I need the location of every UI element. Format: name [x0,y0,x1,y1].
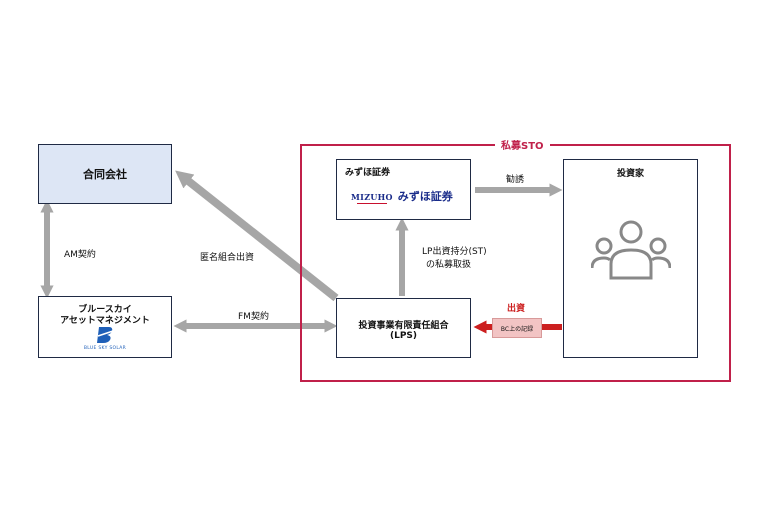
bc-record-box: BC上の記録 [492,318,542,338]
fm-contract-label: FM契約 [238,312,269,322]
bluesky-logo: BLUE SKY SOLAR [39,326,171,351]
bluesky-name-line1: ブルースカイ [78,305,132,315]
tokumei-investment-arrow [175,170,339,302]
lps-label-line1: 投資事業有限責任組合 [358,321,449,331]
mizuho-logo: MIZUHO みずほ証券 [351,188,453,204]
group-of-people-icon [591,220,671,280]
tokumei-investment-label: 匿名組合出資 [200,253,255,263]
mizuho-logo-underline [356,202,387,204]
mizuho-logo-en: MIZUHO [351,191,393,202]
lp-placement-label-line2: の私募取扱 [426,260,472,270]
lps-label-line2: (LPS) [389,331,418,341]
bluesky-logo-text: BLUE SKY SOLAR [83,346,127,351]
mizuho-logo-jp: みずほ証券 [397,190,453,203]
am-contract-label: AM契約 [64,250,96,260]
bc-record-label: BC上の記録 [500,325,534,333]
goudou-kaisha-box: 合同会社 [38,144,172,204]
investor-box: 投資家 [563,159,698,358]
bluesky-logo-mark-icon [97,327,114,343]
bluesky-name-line2: アセットマネジメント [60,316,150,326]
investment-label: 出資 [507,304,526,314]
mizuho-securities-box: みずほ証券 MIZUHO みずほ証券 [336,159,471,220]
goudou-kaisha-label: 合同会社 [83,168,127,181]
investor-label: 投資家 [616,169,644,179]
mizuho-title: みずほ証券 [345,168,391,178]
lps-box: 投資事業有限責任組合 (LPS) [336,298,471,358]
bluesky-am-box: ブルースカイ アセットマネジメント BLUE SKY SOLAR [38,296,172,358]
lp-placement-label-line1: LP出資持分(ST) [422,247,487,257]
private-sto-title: 私募STO [495,137,550,152]
solicitation-label: 勧誘 [506,175,525,185]
